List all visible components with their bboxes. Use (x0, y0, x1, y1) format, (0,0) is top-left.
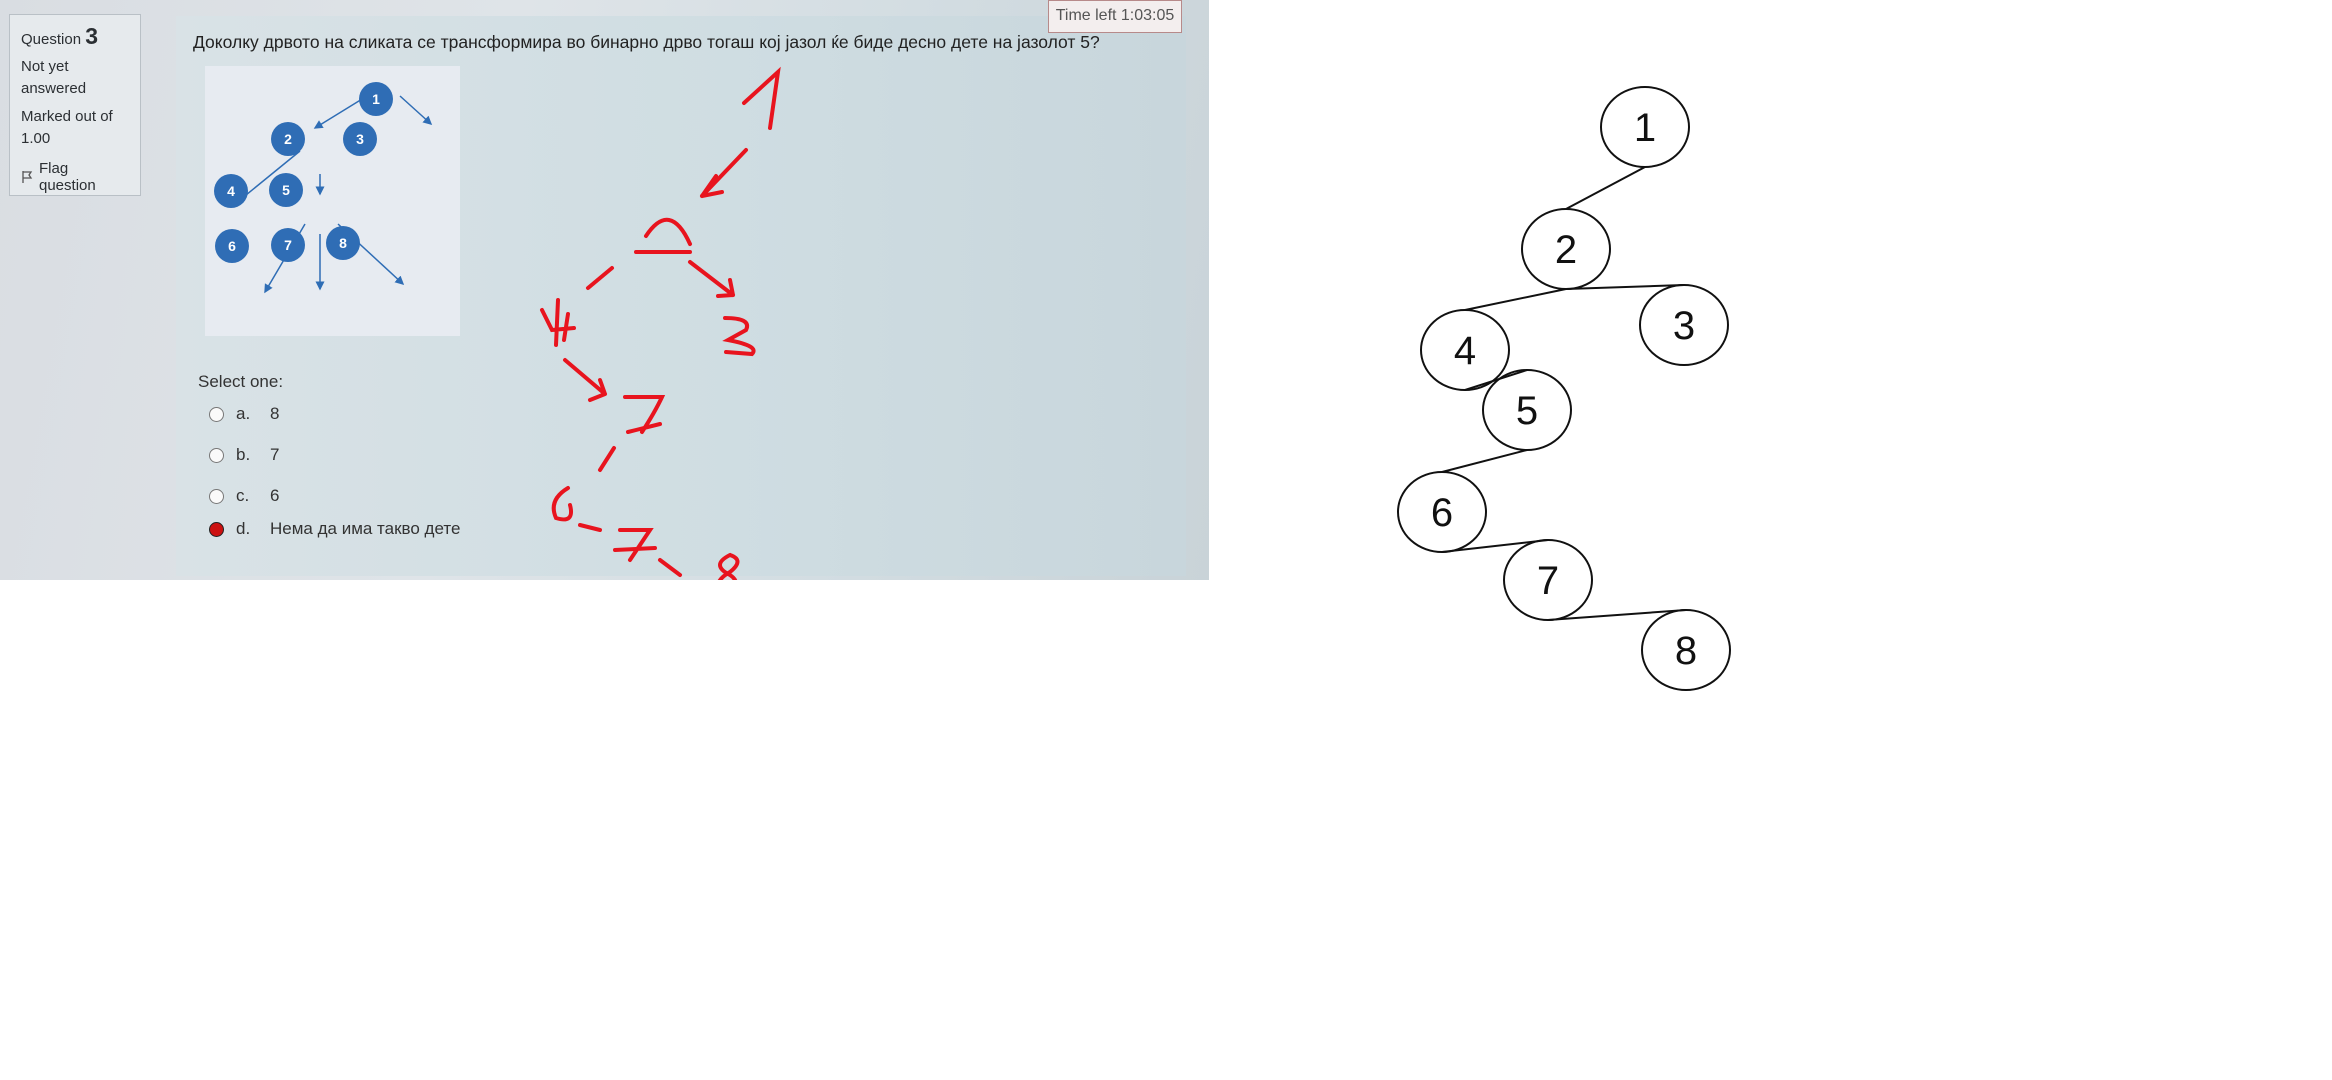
question-text: Доколку дрвото на сликата се трансформир… (193, 32, 1100, 52)
question-number: Question 3 (21, 23, 99, 49)
sketch-node: 2 (1521, 208, 1611, 290)
radio-button[interactable] (209, 406, 224, 422)
answer-option[interactable]: b. 7 (209, 445, 279, 465)
sketch-node: 7 (1503, 539, 1593, 621)
option-text: 8 (270, 404, 280, 423)
svg-text:5: 5 (1516, 389, 1538, 433)
svg-text:3: 3 (356, 131, 364, 147)
option-letter: b. (236, 445, 251, 464)
svg-text:8: 8 (1675, 629, 1697, 673)
sketch-node: 8 (1641, 609, 1731, 691)
option-text: 6 (270, 486, 280, 505)
svg-text:3: 3 (1673, 304, 1695, 348)
answer-option[interactable]: d. Нема да има такво дете (209, 519, 460, 539)
answer-option[interactable]: a. 8 (209, 404, 279, 424)
sketch-node: 5 (1482, 369, 1572, 451)
sketch-node: 3 (1639, 284, 1729, 366)
svg-text:6: 6 (1431, 491, 1453, 535)
tree-node: 6 (215, 229, 249, 263)
svg-text:1: 1 (1634, 106, 1656, 150)
sketch-node: 4 (1420, 309, 1510, 391)
option-text: Нема да има такво дете (270, 519, 461, 538)
svg-text:1: 1 (372, 91, 380, 107)
svg-text:2: 2 (1555, 228, 1577, 272)
option-letter: a. (236, 404, 251, 423)
tree-node: 3 (343, 122, 377, 156)
flag-icon (22, 171, 33, 183)
red-annotation (540, 66, 781, 580)
answer-option[interactable]: c. 6 (209, 486, 279, 506)
svg-text:2: 2 (284, 131, 292, 147)
option-letter: c. (236, 486, 250, 505)
tree-node: 8 (326, 226, 360, 260)
svg-text:5: 5 (282, 182, 290, 198)
tree-node: 2 (271, 122, 305, 156)
tree-node: 4 (214, 174, 248, 208)
svg-text:4: 4 (227, 183, 235, 199)
radio-button[interactable] (209, 447, 224, 463)
flag-question-link[interactable]: Flag question (21, 160, 129, 194)
select-one-label: Select one: (198, 372, 284, 391)
svg-text:7: 7 (284, 237, 292, 253)
sketch-node: 6 (1397, 471, 1487, 553)
screenshot-photo: Question 3 Not yet answered Marked out o… (0, 0, 1209, 580)
handwritten-binary-tree: 1 2 3 45 6 7 8 (1397, 86, 1731, 691)
question-status: Not yet answered (21, 58, 87, 97)
sketch-node: 1 (1600, 86, 1690, 168)
question-tree-image: 1 2 3 4 5 6 7 8 (205, 66, 460, 336)
tree-node: 1 (359, 82, 393, 116)
tree-node: 7 (271, 228, 305, 262)
tree-node: 5 (269, 173, 303, 207)
radio-button[interactable] (209, 488, 224, 504)
svg-text:7: 7 (1537, 559, 1559, 603)
svg-text:4: 4 (1454, 329, 1476, 373)
option-letter: d. (236, 519, 251, 538)
svg-text:6: 6 (228, 238, 236, 254)
radio-button[interactable] (209, 521, 224, 537)
timer: Time left 1:03:05 (1048, 0, 1182, 33)
svg-text:8: 8 (339, 235, 347, 251)
question-marks: Marked out of 1.00 (21, 108, 113, 147)
option-text: 7 (270, 445, 280, 464)
question-info-panel: Question 3 Not yet answered Marked out o… (9, 14, 141, 196)
